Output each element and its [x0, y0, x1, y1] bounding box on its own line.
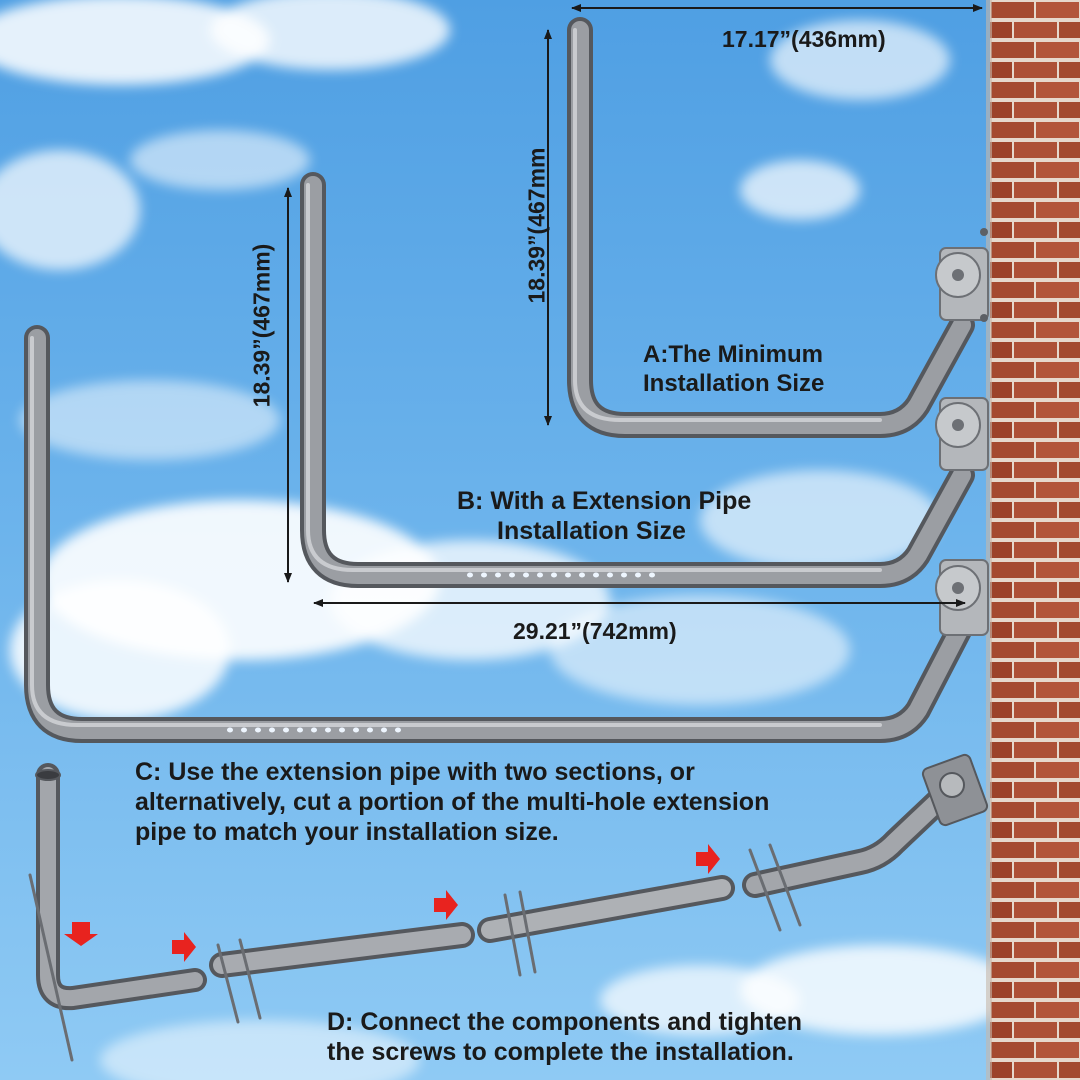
pipe-hole	[621, 572, 627, 578]
pipe-hole	[367, 727, 373, 733]
pipe-hole	[523, 572, 529, 578]
mount-plate-b	[935, 397, 989, 471]
pipe-hole	[593, 572, 599, 578]
pipe-hole	[381, 727, 387, 733]
label-a-line1: A:The Minimum	[643, 341, 823, 368]
red-arrows	[64, 844, 720, 962]
pipe-hole	[297, 727, 303, 733]
pipe-hole	[395, 727, 401, 733]
pipe-hole	[353, 727, 359, 733]
width-b-dimension: 29.21”(742mm)	[513, 618, 677, 644]
brick-wall	[990, 0, 1080, 1080]
clouds	[0, 0, 1020, 1080]
mount-plate-c	[935, 559, 989, 636]
label-d-line1: D: Connect the components and tighten	[327, 1008, 802, 1036]
pipe-hole	[509, 572, 515, 578]
pipe-hole	[311, 727, 317, 733]
pipe-hole	[537, 572, 543, 578]
end-mount-plate	[921, 753, 989, 827]
pipe-hole	[551, 572, 557, 578]
pipe-hole	[467, 572, 473, 578]
assembly-parts	[35, 763, 963, 1011]
height-a-dimension: 18.39”(467mm	[523, 147, 550, 304]
pipe-hole	[565, 572, 571, 578]
pipe-hole	[339, 727, 345, 733]
label-b-line2: Installation Size	[497, 517, 686, 545]
pipe-hole	[481, 572, 487, 578]
label-c-line1: C: Use the extension pipe with two secti…	[135, 758, 695, 786]
pipe-hole	[635, 572, 641, 578]
label-b-line1: B: With a Extension Pipe	[457, 487, 752, 515]
pipe-hole	[283, 727, 289, 733]
mount-plate-a	[935, 228, 989, 322]
label-c-line3: pipe to match your installation size.	[135, 818, 559, 846]
label-a-line2: Installation Size	[643, 370, 825, 397]
pipe-hole	[495, 572, 501, 578]
bracket-b	[300, 172, 975, 588]
pipe-hole	[579, 572, 585, 578]
pipe-hole	[227, 727, 233, 733]
label-c-line2: alternatively, cut a portion of the mult…	[135, 788, 770, 816]
pipe-hole	[255, 727, 261, 733]
pipe-holes	[227, 572, 655, 733]
dimension-lines	[284, 4, 983, 607]
screws	[28, 843, 802, 1062]
top-width-dimension: 17.17”(436mm)	[722, 26, 886, 52]
pipe-hole	[269, 727, 275, 733]
pipe-hole	[649, 572, 655, 578]
bracket-a	[567, 17, 975, 438]
pipe-hole	[325, 727, 331, 733]
label-d-line2: the screws to complete the installation.	[327, 1038, 794, 1066]
bracket-c	[24, 325, 975, 743]
pipe-hole	[241, 727, 247, 733]
pipe-hole	[607, 572, 613, 578]
height-b-dimension: 18.39”(467mm)	[248, 243, 275, 408]
